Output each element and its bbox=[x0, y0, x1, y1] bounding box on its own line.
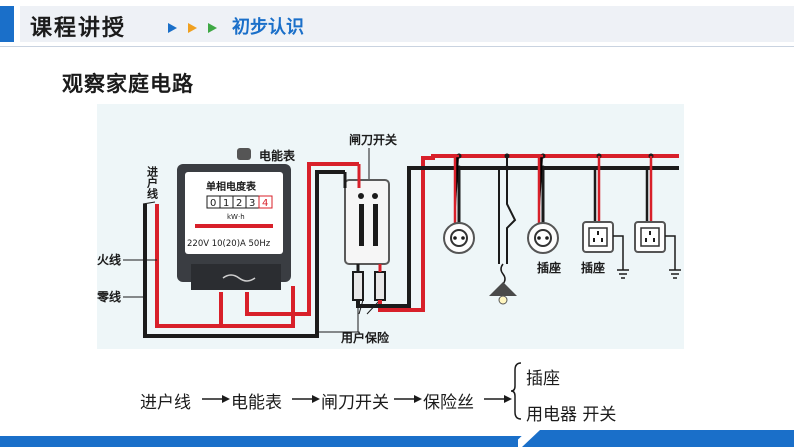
meter-digit: 2 bbox=[236, 198, 242, 209]
meter-unit: kW·h bbox=[227, 213, 245, 221]
play-arrows-icon bbox=[168, 23, 217, 33]
meter-digits: 0 1 2 3 4 bbox=[206, 195, 273, 209]
household-circuit-diagram: 进户线 火线 零线 单相电度表 0 1 2 3 4 kW·h 220V 10(2… bbox=[96, 104, 684, 349]
flow-branch: 用电器 开关 bbox=[526, 405, 617, 425]
live-wire-label: 火线 bbox=[97, 252, 121, 267]
footer-bar bbox=[0, 436, 794, 447]
circuit-svg: 进户线 火线 零线 单相电度表 0 1 2 3 4 kW·h 220V 10(2… bbox=[96, 132, 681, 345]
fuse-right bbox=[374, 271, 386, 301]
meter-title: 单相电度表 bbox=[206, 180, 257, 193]
flow-step: 进户线 bbox=[140, 393, 191, 413]
flow-branch: 插座 bbox=[526, 369, 560, 389]
meter-digit: 4 bbox=[262, 198, 268, 209]
content-heading: 观察家庭电路 bbox=[62, 72, 194, 96]
arrow-right-icon bbox=[484, 395, 512, 403]
flow-step: 闸刀开关 bbox=[321, 393, 389, 413]
incoming-line-label: 进户线 bbox=[146, 165, 159, 200]
arrow-right-icon bbox=[292, 395, 320, 403]
arrow-right-icon bbox=[202, 395, 230, 403]
meter-digit: 3 bbox=[249, 198, 255, 209]
knife-switch bbox=[344, 179, 390, 265]
arrow-right-icon bbox=[394, 395, 422, 403]
page-title: 课程讲授 bbox=[30, 16, 127, 41]
meter-label: 电能表 bbox=[259, 148, 296, 163]
socket-label: 插座 bbox=[537, 260, 561, 275]
meter-rating: 220V 10(20)A 50Hz bbox=[187, 239, 271, 249]
meter-digit: 0 bbox=[210, 198, 216, 209]
left-brace-icon bbox=[510, 362, 522, 420]
header-divider bbox=[0, 46, 794, 47]
meter-digit: 1 bbox=[223, 198, 229, 209]
header-accent-bar bbox=[0, 6, 14, 42]
socket-label: 插座 bbox=[581, 260, 605, 275]
flow-step: 保险丝 bbox=[423, 393, 474, 413]
footer-decoration bbox=[518, 430, 794, 447]
header-bar bbox=[20, 6, 794, 42]
flow-step: 电能表 bbox=[231, 393, 282, 413]
lamp-icon bbox=[489, 282, 517, 296]
section-subtitle: 初步认识 bbox=[232, 17, 304, 38]
household-fuse-label: 用户保险 bbox=[340, 330, 390, 345]
neutral-wire-label: 零线 bbox=[97, 289, 121, 304]
knife-switch-label: 闸刀开关 bbox=[349, 132, 397, 147]
fuse-left bbox=[352, 271, 364, 301]
